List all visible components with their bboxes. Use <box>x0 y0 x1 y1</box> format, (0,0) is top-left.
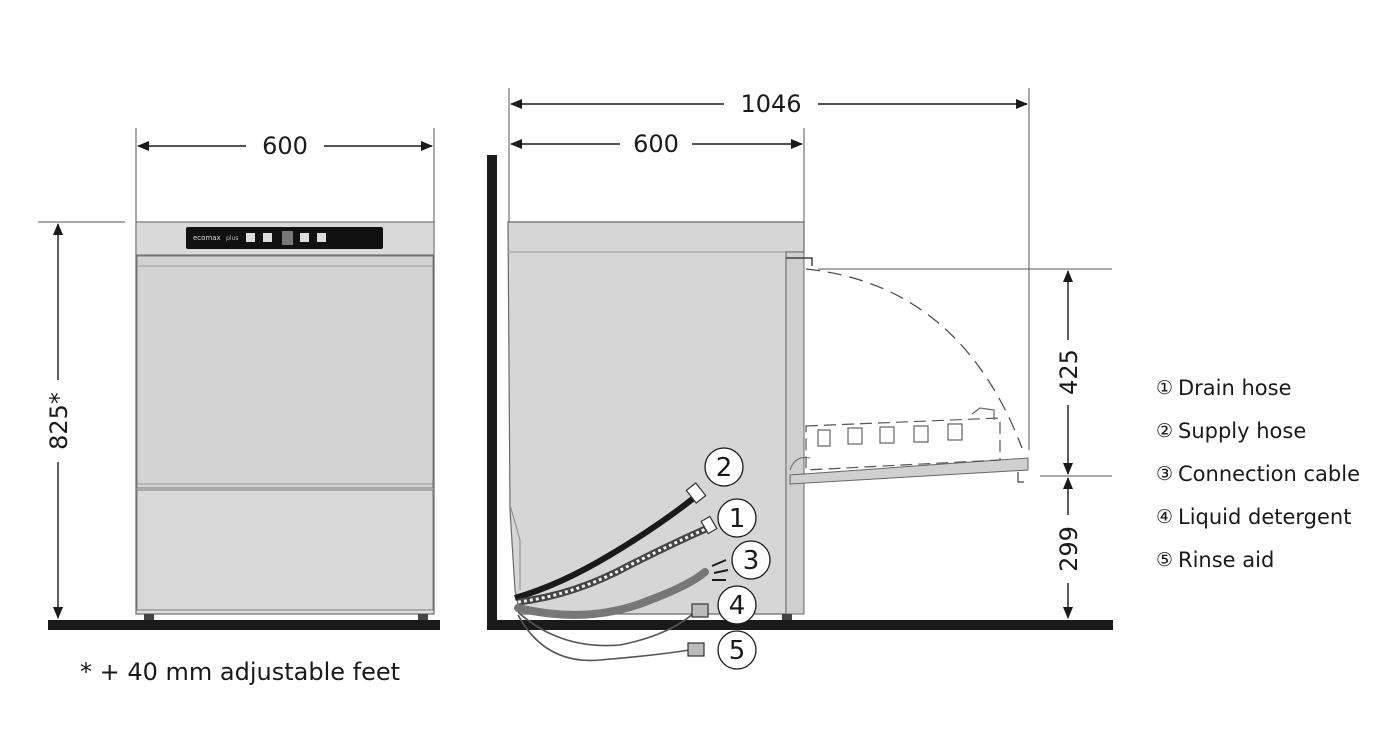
front-width-label: 600 <box>262 132 308 160</box>
rinse-aid-connector <box>687 642 705 657</box>
dish-rack <box>789 407 1001 471</box>
door-base-dimension: 299 <box>1055 477 1083 619</box>
front-width-dimension: 600 <box>137 132 433 160</box>
control-panel: ecomax plus <box>186 227 383 249</box>
supply-hose <box>514 494 697 601</box>
callout-2: 2 <box>704 447 744 487</box>
drain-hose-connector <box>700 515 718 535</box>
detergent-connector <box>691 603 709 618</box>
legend-label: Liquid detergent <box>1178 504 1352 529</box>
open-door-swing <box>789 268 1029 485</box>
legend-number: ⑤ <box>1156 548 1174 571</box>
door-base-label: 299 <box>1055 526 1083 572</box>
panel-brand-text: ecomax <box>193 234 221 242</box>
svg-text:2: 2 <box>716 453 733 483</box>
connection-cable <box>514 568 709 619</box>
front-machine-body: ecomax plus <box>135 221 435 620</box>
detergent-tube <box>517 611 696 647</box>
legend-number: ① <box>1156 376 1174 399</box>
side-depth-dimension: 600 <box>510 130 803 158</box>
legend-label: Rinse aid <box>1178 547 1275 572</box>
legend-label: Connection cable <box>1178 461 1360 486</box>
svg-text:3: 3 <box>743 546 760 576</box>
panel-display <box>282 231 293 245</box>
rinse-aid-tube <box>517 614 691 662</box>
callouts: 2 1 3 4 5 <box>704 447 771 670</box>
total-depth-label: 1046 <box>740 90 801 118</box>
front-floor-line <box>48 620 440 630</box>
legend-number: ② <box>1156 419 1174 442</box>
side-view: 1046 600 425 299 <box>487 88 1113 670</box>
panel-model-text: plus <box>226 235 238 242</box>
supply-hose-connector <box>685 482 707 504</box>
door-height-dimension: 425 <box>1055 270 1083 475</box>
total-depth-dimension: 1046 <box>510 90 1028 118</box>
panel-button-icon <box>246 233 255 242</box>
door-height-label: 425 <box>1055 349 1083 395</box>
front-height-dimension: 825* <box>45 223 73 619</box>
svg-text:1: 1 <box>729 504 746 534</box>
front-height-label: 825* <box>45 392 73 450</box>
legend-number: ④ <box>1156 505 1174 528</box>
callout-5: 5 <box>717 630 757 670</box>
hoses-group <box>514 482 729 662</box>
callout-4: 4 <box>717 585 757 625</box>
legend-number: ③ <box>1156 462 1174 485</box>
panel-button-icon <box>263 233 272 242</box>
front-view: 600 825* ecomax plus <box>38 128 440 630</box>
svg-text:4: 4 <box>729 591 746 621</box>
legend-label: Drain hose <box>1178 375 1292 400</box>
side-floor-line <box>487 620 1113 630</box>
footnote: * + 40 mm adjustable feet <box>80 658 401 686</box>
svg-text:5: 5 <box>729 636 746 666</box>
back-wall <box>487 155 497 630</box>
callout-1: 1 <box>717 498 757 538</box>
callout-3: 3 <box>731 540 771 580</box>
legend-label: Supply hose <box>1178 418 1307 443</box>
side-depth-label: 600 <box>633 130 679 158</box>
panel-button-icon <box>317 233 326 242</box>
panel-button-icon <box>300 233 309 242</box>
drain-hose <box>517 526 709 604</box>
